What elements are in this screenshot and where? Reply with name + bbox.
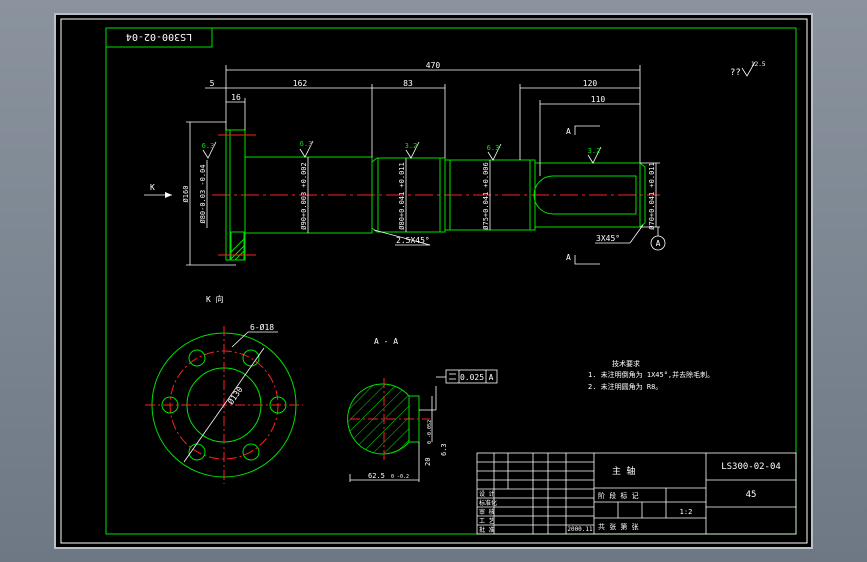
technical-notes: 技术要求 1. 未注明倒角为 1X45°,并去除毛刺。 2. 未注明圆角为 R8… <box>588 359 714 391</box>
keyway-slot <box>533 175 637 215</box>
roughness-4: 6.3 <box>487 144 500 152</box>
notes-title: 技术要求 <box>612 359 640 368</box>
notes-line-2: 2. 未注明圆角为 R8。 <box>588 382 662 391</box>
key-roughness: 6.3 <box>440 443 448 456</box>
notes-line-1: 1. 未注明倒角为 1X45°,并去除毛刺。 <box>588 370 714 379</box>
dim-162: 162 <box>293 79 308 88</box>
section-phi80 <box>371 157 446 233</box>
title-stage-label: 阶 段 标 记 <box>598 491 639 500</box>
datum-a-symbol: A <box>650 227 666 251</box>
title-label-std: 标准化 <box>479 499 497 507</box>
dim-120: 120 <box>583 79 598 88</box>
corner-code-text: LS300-02-04 <box>126 31 192 42</box>
corner-code-box: LS300-02-04 <box>105 27 213 48</box>
corner-roughness: ?? 12.5 <box>730 61 766 78</box>
datum-a-label: A <box>656 239 661 248</box>
title-scale: 1:2 <box>680 508 693 516</box>
dim-phi90: Ø90+0.003 +0.002 <box>300 162 308 229</box>
section-a-a-view <box>347 376 446 482</box>
title-label-review: 审 核 <box>479 508 495 516</box>
section-title: A - A <box>374 337 398 346</box>
roughness-2: 6.3 <box>300 140 313 148</box>
dim-phi80: Ø80+0.041 +0.011 <box>398 162 406 229</box>
vertical-dimensions <box>186 121 660 266</box>
dim-110: 110 <box>591 95 606 104</box>
flange-center-marks <box>218 134 256 256</box>
roughness-5: 3.2 <box>588 147 601 155</box>
view-k-arrow-label: K <box>150 183 155 192</box>
view-k-flange <box>145 326 303 484</box>
chamfer-left-label: 2.5X45° <box>396 236 430 245</box>
roughness-3: 3.2 <box>405 142 418 150</box>
title-drawing-no: LS300-02-04 <box>721 462 781 472</box>
roughness-symbols <box>202 140 602 164</box>
dim-phi75: Ø75+0.041 +0.006 <box>482 162 490 229</box>
title-block <box>476 452 797 535</box>
dim-16: 16 <box>231 93 241 102</box>
section-phi70 <box>535 162 641 228</box>
section-marks <box>574 125 600 265</box>
roughness-1: 6.3 <box>202 142 215 150</box>
roughness-corner-value: 12.5 <box>751 61 766 68</box>
title-part-name: 主 轴 <box>612 465 635 477</box>
sheet-outer-border <box>60 18 808 544</box>
key-depth-tol: 0 -0.2 <box>391 474 409 480</box>
dim-left-offset: 5 <box>210 79 215 88</box>
tolerance-frame: 0.025 A <box>445 369 498 384</box>
dim-phi160: Ø160 <box>182 186 190 203</box>
horizontal-dimensions <box>205 65 641 176</box>
tolerance-value: 0.025 <box>460 373 484 382</box>
roughness-corner-mark: ?? <box>730 68 741 78</box>
view-k-title: K 向 <box>206 294 224 304</box>
key-width-tol: 0 -0.052 <box>427 420 433 444</box>
dim-83: 83 <box>403 79 413 88</box>
dim-phi80-flange: Ø80-0.03 -0.04 <box>199 164 207 223</box>
model-space <box>54 13 813 549</box>
title-label-design: 设 计 <box>479 490 495 498</box>
title-sheet-label: 共 张 第 张 <box>598 522 639 531</box>
hole-callout: 6-Ø18 <box>250 322 274 332</box>
dim-overall: 470 <box>426 61 441 70</box>
title-label-process: 工 艺 <box>479 517 495 525</box>
key-width-label: 20 <box>424 458 432 466</box>
tolerance-datum: A <box>489 373 494 382</box>
section-mark-top: A <box>566 127 571 136</box>
section-mark-bottom: A <box>566 253 571 262</box>
title-label-approve: 批 准 <box>479 526 495 534</box>
key-depth-label: 62.5 <box>368 472 385 480</box>
view-k-arrow: K <box>144 183 172 198</box>
title-date: 2000.11 <box>567 526 593 533</box>
section-phi90 <box>245 156 373 234</box>
sheet-inner-border <box>105 27 797 535</box>
title-material: 45 <box>746 490 757 500</box>
dim-phi70: Ø70+0.041 +0.011 <box>648 162 656 229</box>
chamfer-right-label: 3X45° <box>596 234 620 243</box>
